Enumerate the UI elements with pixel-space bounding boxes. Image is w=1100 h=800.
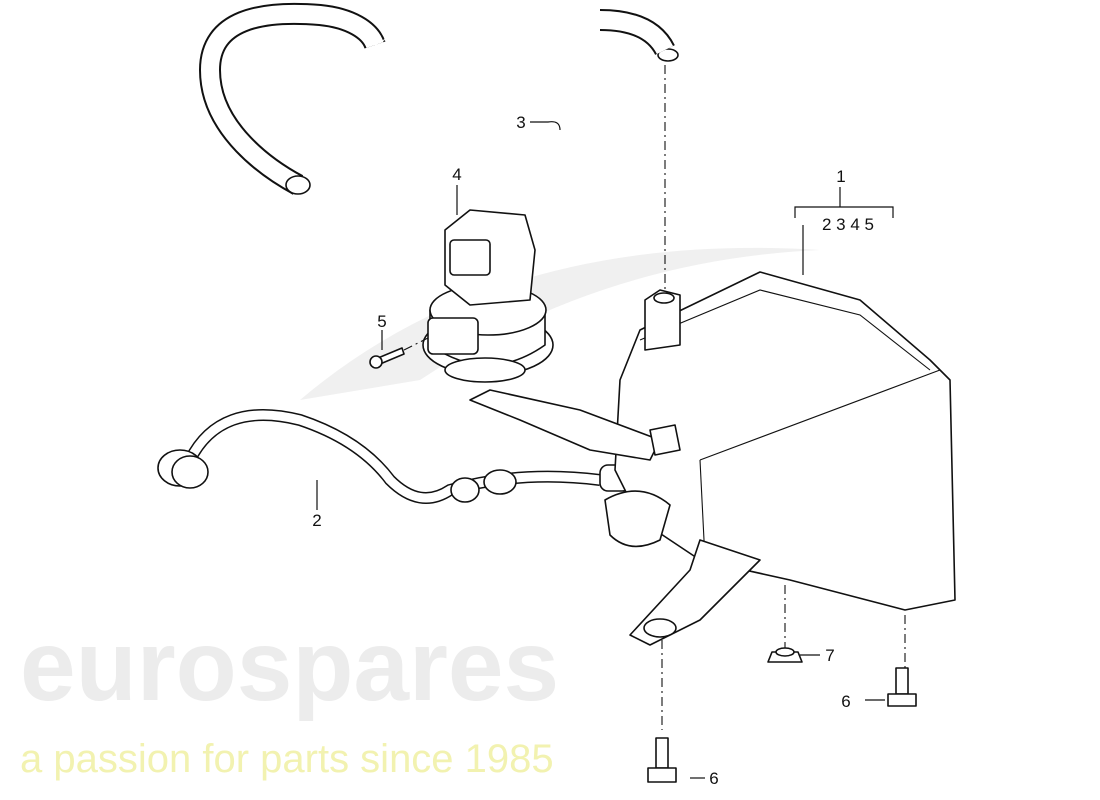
callout-2: 2 (312, 511, 321, 530)
canister-part (469, 271, 956, 646)
nut-part (767, 647, 803, 663)
callout-6-right: 6 (841, 692, 850, 711)
callout-1: 1 (836, 167, 845, 186)
callout-1-contents: 2 3 4 5 (822, 215, 874, 234)
callout-4: 4 (452, 165, 461, 184)
valve-part (422, 209, 554, 383)
screw-part (369, 337, 429, 369)
watermark: eurospares a passion for parts since 198… (20, 247, 820, 781)
watermark-tagline: a passion for parts since 1985 (20, 737, 554, 781)
callout-7: 7 (825, 646, 834, 665)
callout-6-lower: 6 (709, 769, 718, 788)
watermark-brand: eurospares (20, 610, 559, 722)
callout-5: 5 (377, 312, 386, 331)
bolt-part-lower (647, 737, 677, 783)
bolt-part-right (887, 667, 917, 707)
callout-3: 3 (516, 113, 525, 132)
leader-lines (316, 121, 894, 779)
bent-hose-part (198, 2, 679, 195)
